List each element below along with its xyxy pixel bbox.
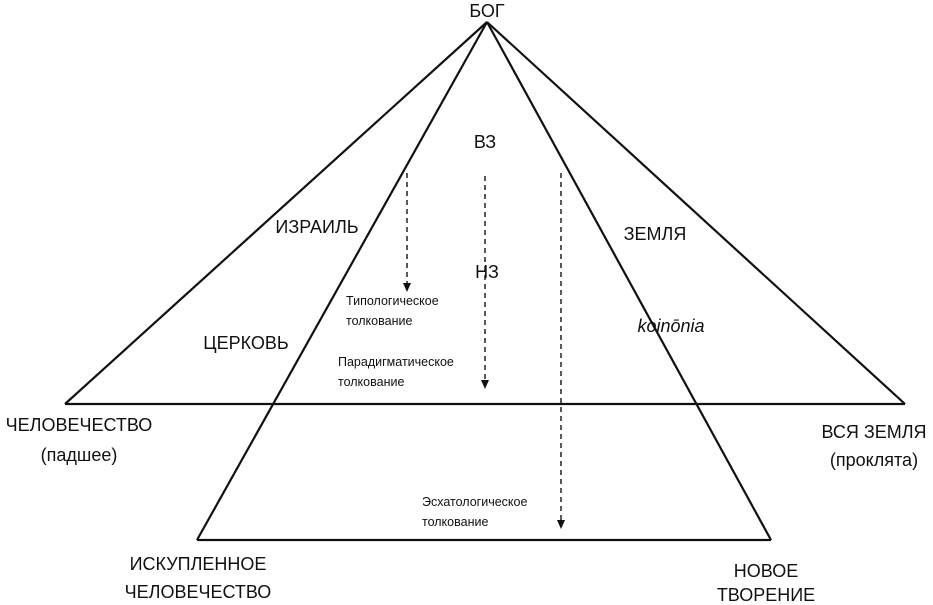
label-redeemed-line1: ИСКУПЛЕННОЕ [130,554,267,574]
label-old-testament: ВЗ [474,132,496,152]
typological-arrow-head [403,283,411,292]
label-new-creation-line2: ТВОРЕНИЕ [717,585,815,605]
outer-right-edge [486,21,906,405]
paradigmatic-arrow-head [481,380,489,389]
inner-triangle [196,21,772,542]
label-god: БОГ [469,1,505,21]
outer-triangle [64,21,906,406]
label-humanity-line2: (падшее) [41,445,118,465]
label-whole-earth-line1: ВСЯ ЗЕМЛЯ [821,422,926,442]
label-typological-line1: Типологическое [346,294,439,308]
label-new-testament: НЗ [475,262,499,282]
label-eschatological-line2: толкование [422,515,488,529]
paradigmatic-arrow [481,176,489,389]
eschatological-arrow-head [557,520,565,529]
inner-right-edge [486,21,772,541]
label-new-creation-line1: НОВОЕ [734,561,798,581]
eschatological-arrow [557,173,565,529]
label-whole-earth-line2: (проклята) [830,450,918,470]
inner-left-edge [196,21,488,541]
label-redeemed-line2: ЧЕЛОВЕЧЕСТВО [125,582,272,602]
label-typological-line2: толкование [346,314,412,328]
label-church: ЦЕРКОВЬ [203,333,288,353]
typological-arrow [403,173,411,292]
label-earth: ЗЕМЛЯ [624,224,687,244]
label-koinonia: koinōnia [637,316,704,336]
label-paradigmatic-line2: толкование [338,375,404,389]
outer-left-edge [64,21,488,405]
label-humanity-line1: ЧЕЛОВЕЧЕСТВО [6,415,153,435]
label-israel: ИЗРАИЛЬ [275,217,358,237]
label-paradigmatic-line1: Парадигматическое [338,355,454,369]
label-eschatological-line1: Эсхатологическое [422,495,527,509]
